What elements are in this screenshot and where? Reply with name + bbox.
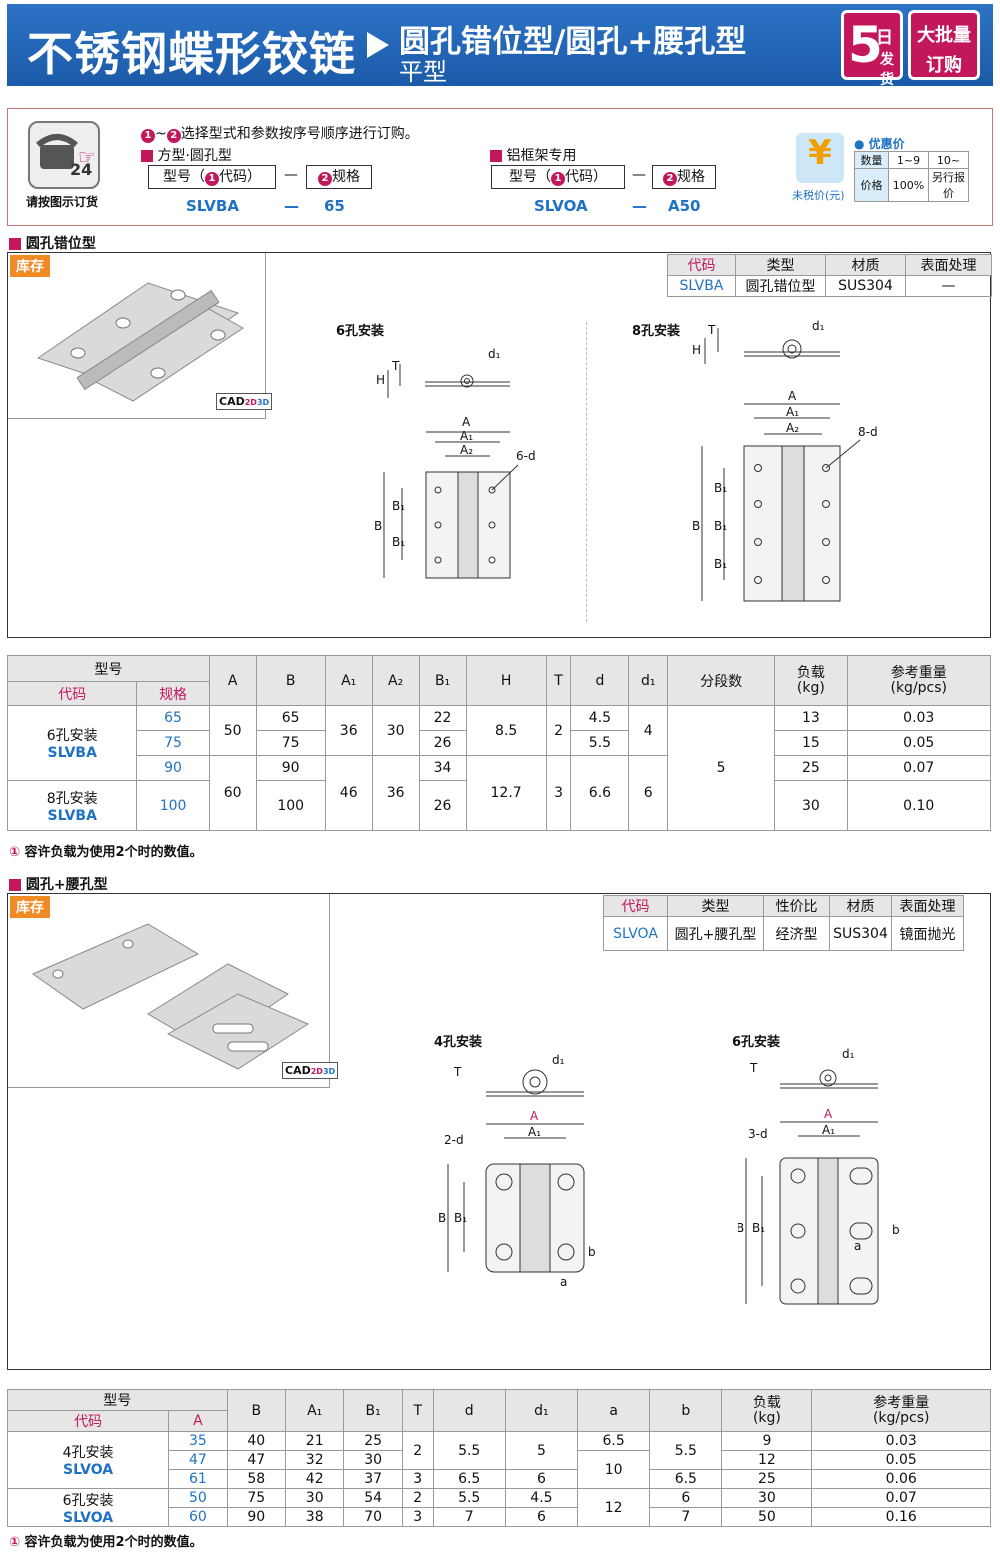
drawing-8hole-label: 8孔安装 [632, 324, 681, 339]
section2-product-photo: 库存 CAD2D3D [8, 894, 339, 1088]
svg-text:A: A [530, 1109, 539, 1123]
svg-text:a: a [560, 1275, 567, 1289]
phone-label: 请按图示订货 [26, 195, 99, 209]
svg-text:B: B [438, 1211, 446, 1225]
delivery-badge: 5 日 发货 [841, 10, 903, 88]
arrow-right-icon [367, 32, 389, 58]
section1-title: 圆孔错位型 [9, 233, 96, 253]
section2-note: ① 容许负载为使用2个时的数值。 [9, 1535, 203, 1550]
svg-text:d₁: d₁ [552, 1053, 565, 1067]
phone-icon: 24 [28, 121, 100, 189]
svg-text:2-d: 2-d [444, 1133, 464, 1147]
svg-text:A₁: A₁ [460, 429, 473, 443]
svg-text:A: A [462, 415, 471, 429]
svg-text:T: T [749, 1061, 758, 1075]
svg-text:H: H [692, 343, 701, 357]
cad-badge: CAD2D3D [282, 1062, 339, 1079]
svg-text:B₁: B₁ [392, 535, 405, 549]
right-title: 铝框架专用 [490, 145, 576, 165]
svg-text:B: B [374, 519, 382, 533]
drawing-6hole-slot: Td₁ A A₁ 3-dB B₁ b a [738, 1047, 900, 1305]
svg-text:6-d: 6-d [516, 449, 536, 463]
pointing-hand-icon: ☞ [78, 145, 96, 169]
svg-text:3-d: 3-d [748, 1127, 768, 1141]
svg-text:A₂: A₂ [460, 443, 473, 457]
section2-title: 圆孔+腰孔型 [9, 874, 108, 894]
svg-text:A₁: A₁ [822, 1123, 835, 1137]
stock-badge: 库存 [10, 255, 50, 277]
svg-text:A₂: A₂ [786, 421, 799, 435]
svg-text:b: b [588, 1245, 596, 1259]
svg-text:A: A [788, 389, 797, 403]
drawing-6hole-slot-label: 6孔安装 [732, 1035, 781, 1050]
drawing-4hole: Td₁ A A₁ 2-dB B₁ b a [438, 1053, 596, 1289]
drawing-4hole-label: 4孔安装 [434, 1035, 483, 1050]
left-title: 方型·圆孔型 [141, 145, 232, 165]
yen-icon: ¥ [796, 133, 844, 183]
drawing-6hole-label: 6孔安装 [336, 324, 385, 339]
page-title: 不锈钢蝶形铰链 [27, 27, 356, 81]
svg-text:B₁: B₁ [714, 557, 727, 571]
svg-text:A: A [824, 1107, 833, 1121]
svg-text:H: H [376, 373, 385, 387]
svg-text:T: T [707, 323, 716, 337]
svg-text:24: 24 [70, 160, 92, 179]
section1-product-photo: 库存 CAD2D3D [8, 253, 273, 419]
bulk-order-badge: 大批量 订购 [908, 10, 980, 80]
cad-badge: CAD2D3D [216, 393, 273, 410]
section1-note: ① 容许负载为使用2个时的数值。 [9, 845, 203, 860]
svg-text:d₁: d₁ [842, 1047, 855, 1061]
page-header: 不锈钢蝶形铰链 圆孔错位型/圆孔+腰孔型 平型 5 日 发货 大批量 订购 [7, 4, 993, 88]
svg-text:B₁: B₁ [714, 519, 727, 533]
svg-text:B₁: B₁ [454, 1211, 467, 1225]
svg-text:8-d: 8-d [858, 425, 878, 439]
stock-badge: 库存 [10, 896, 50, 918]
svg-text:A₁: A₁ [786, 405, 799, 419]
svg-text:B₁: B₁ [714, 481, 727, 495]
page-subtitle: 圆孔错位型/圆孔+腰孔型 [399, 24, 747, 60]
svg-text:B₁: B₁ [392, 499, 405, 513]
svg-text:B: B [692, 519, 700, 533]
price-title: ● 优惠价 [854, 137, 905, 151]
svg-text:A₁: A₁ [528, 1125, 541, 1139]
page-subtitle-2: 平型 [399, 58, 447, 86]
svg-text:T: T [391, 359, 400, 373]
svg-text:d₁: d₁ [488, 347, 501, 361]
svg-text:T: T [453, 1065, 462, 1079]
svg-text:B₁: B₁ [752, 1221, 765, 1235]
svg-text:d₁: d₁ [812, 319, 825, 333]
svg-text:b: b [892, 1223, 900, 1237]
svg-text:a: a [854, 1239, 861, 1253]
svg-text:B: B [738, 1221, 744, 1235]
